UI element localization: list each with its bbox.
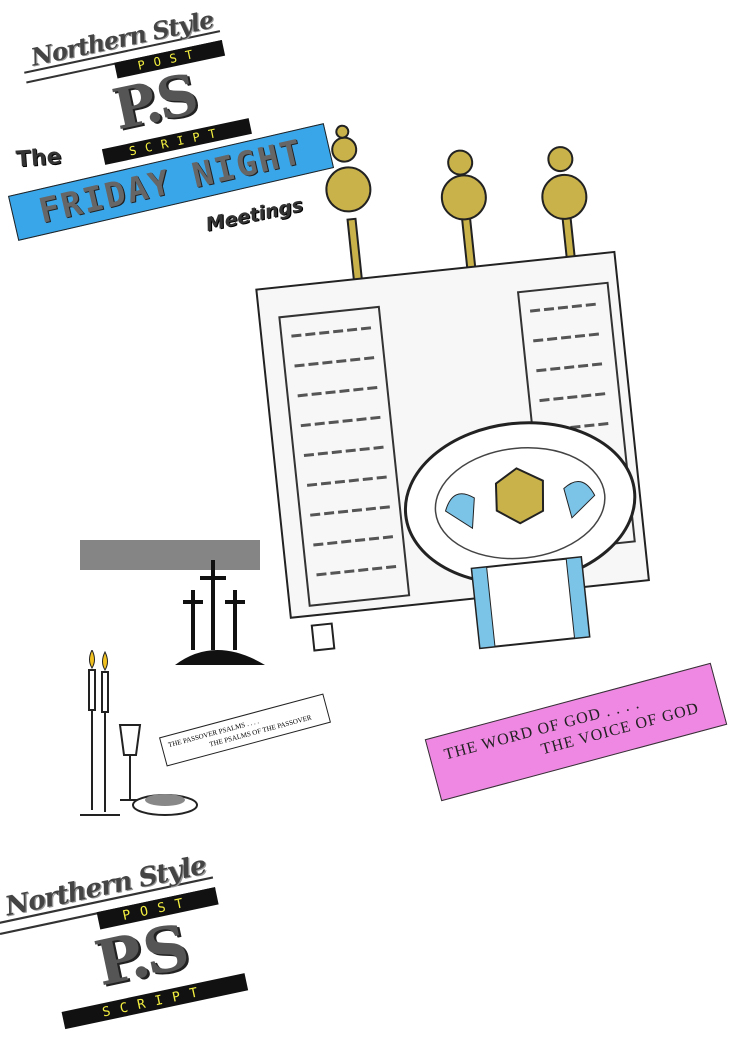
- northern-style-logo-bottom: Northern Style POST P.S SCRIPT: [0, 840, 259, 1041]
- title-the: The: [15, 144, 63, 173]
- logo-ps: P.S: [89, 911, 192, 1001]
- torah-scroll-illustration: [255, 124, 650, 652]
- sabbath-candles-icon: [80, 650, 198, 816]
- logo-ps: P.S: [107, 61, 201, 144]
- crucifixion-scene-icon: [80, 540, 265, 665]
